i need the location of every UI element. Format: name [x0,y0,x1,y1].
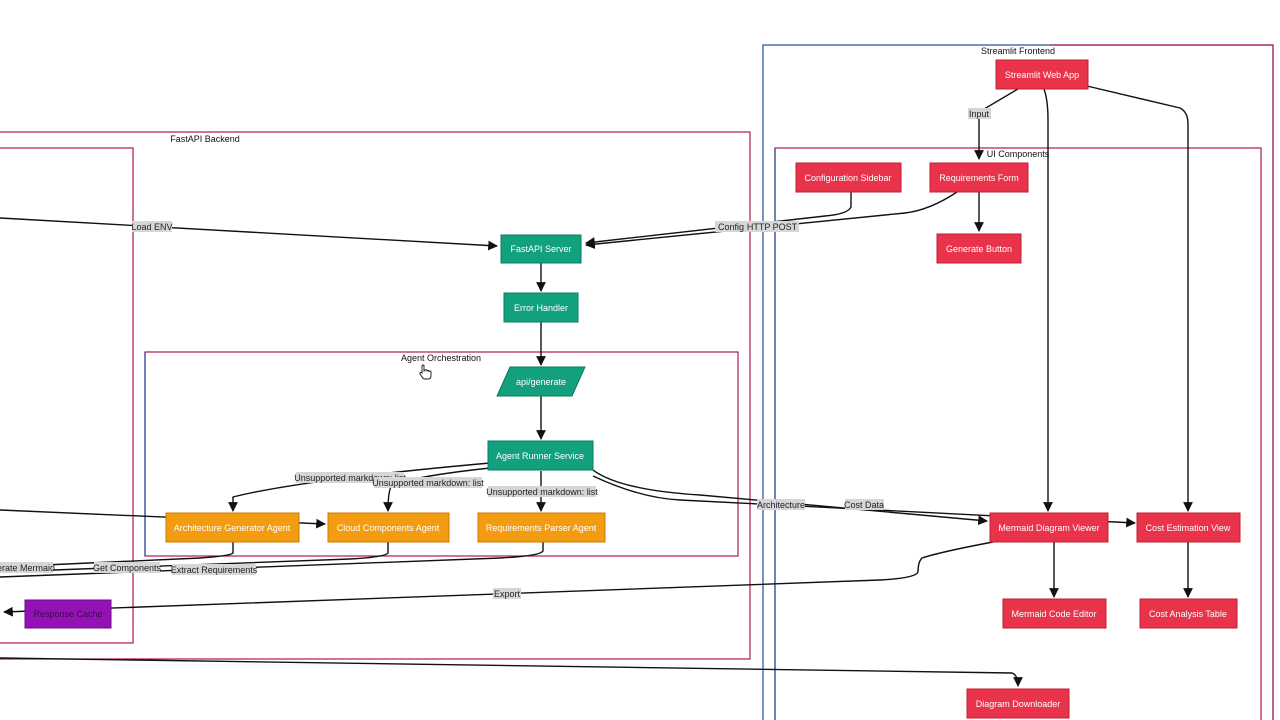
edge-export [3,541,994,617]
svg-text:Configuration Sidebar: Configuration Sidebar [804,173,891,183]
node-diagram-downloader[interactable]: Diagram Downloader [966,688,1070,719]
node-mermaid-diagram-viewer[interactable]: Mermaid Diagram Viewer [989,512,1109,543]
edge-to-downloader [0,657,1023,687]
svg-text:Requirements Parser Agent: Requirements Parser Agent [486,523,597,533]
node-api-generate[interactable]: api/generate [496,366,586,397]
edge-http-post [585,191,958,249]
edge-label-http-post: HTTP POST [746,221,799,232]
edge-label-input: Input [968,108,991,119]
svg-text:Unsupported markdown: list: Unsupported markdown: list [294,473,406,483]
svg-text:Load ENV: Load ENV [131,222,172,232]
node-fastapi-server[interactable]: FastAPI Server [500,234,582,264]
edge-arch-return [0,542,234,568]
svg-text:erate Mermaid: erate Mermaid [0,563,55,573]
svg-text:Architecture: Architecture [757,500,805,510]
node-configuration-sidebar[interactable]: Configuration Sidebar [795,162,902,193]
svg-text:Response Cache: Response Cache [33,609,102,619]
node-error-handler[interactable]: Error Handler [503,292,579,323]
edge-label-generate-mermaid: erate Mermaid [0,562,55,573]
svg-text:Unsupported markdown: list: Unsupported markdown: list [486,487,598,497]
edge-config [585,192,852,247]
node-agent-runner[interactable]: Agent Runner Service [487,440,594,471]
svg-text:Cost Analysis Table: Cost Analysis Table [1149,609,1227,619]
node-cost-analysis-table[interactable]: Cost Analysis Table [1139,598,1238,629]
fastapi-backend-title: FastAPI Backend [170,134,240,144]
edge-label-unsupported-3: Unsupported markdown: list [486,486,598,497]
left-inner-group [0,147,134,644]
agent-orchestration-title: Agent Orchestration [401,353,481,363]
edge-cloud-return [0,542,389,573]
svg-text:Export: Export [494,589,521,599]
svg-text:Get Components: Get Components [93,563,162,573]
svg-text:Mermaid Code Editor: Mermaid Code Editor [1011,609,1096,619]
svg-text:Error Handler: Error Handler [514,303,568,313]
svg-text:Unsupported markdown: list: Unsupported markdown: list [372,478,484,488]
svg-text:Diagram Downloader: Diagram Downloader [976,699,1061,709]
svg-text:Requirements Form: Requirements Form [939,173,1019,183]
svg-text:Architecture Generator Agent: Architecture Generator Agent [174,523,291,533]
node-cloud-components-agent[interactable]: Cloud Components Agent [327,512,450,543]
edge-load-env [0,217,498,251]
svg-text:Cost Data: Cost Data [844,500,884,510]
svg-text:Cost Estimation View: Cost Estimation View [1146,523,1231,533]
edge-app-to-mermaid [1043,88,1053,512]
svg-text:HTTP POST: HTTP POST [747,222,798,232]
edge-label-architecture: Architecture [757,499,805,510]
edge-label-unsupported-1: Unsupported markdown: list [294,472,406,483]
svg-text:Mermaid Diagram Viewer: Mermaid Diagram Viewer [998,523,1099,533]
edge-runner-to-mermaid [592,469,988,526]
svg-text:api/generate: api/generate [516,377,566,387]
node-mermaid-code-editor[interactable]: Mermaid Code Editor [1002,598,1107,629]
edge-label-config: Config [715,221,747,232]
edge-label-export: Export [493,588,521,599]
node-cost-estimation-view[interactable]: Cost Estimation View [1136,512,1241,543]
edge-label-load-env: Load ENV [131,221,173,232]
svg-text:Cloud Components Agent: Cloud Components Agent [337,523,440,533]
svg-text:FastAPI Server: FastAPI Server [510,244,571,254]
edge-app-to-cost [1086,85,1193,512]
edge-label-extract-requirements: Extract Requirements [171,564,258,575]
edge-label-cost-data: Cost Data [844,499,884,510]
svg-text:Config: Config [718,222,744,232]
edge-label-get-components: Get Components [93,562,162,573]
node-architecture-generator-agent[interactable]: Architecture Generator Agent [165,512,300,543]
edge-req-return [0,542,544,578]
streamlit-frontend-title: Streamlit Frontend [981,46,1055,56]
svg-text:Extract Requirements: Extract Requirements [171,565,258,575]
hand-pointer-icon [419,364,432,380]
fastapi-backend-group [0,131,751,660]
node-response-cache[interactable]: Response Cache [24,599,112,629]
ui-components-title: UI Components [987,149,1050,159]
edge-runner-to-cost [592,475,1136,528]
edge-label-unsupported-2: Unsupported markdown: list [372,477,484,488]
node-generate-button[interactable]: Generate Button [936,233,1022,264]
svg-text:Agent Runner Service: Agent Runner Service [496,451,584,461]
node-requirements-parser-agent[interactable]: Requirements Parser Agent [477,512,606,543]
svg-text:Streamlit Web App: Streamlit Web App [1005,70,1079,80]
svg-text:Generate Button: Generate Button [946,244,1012,254]
node-requirements-form[interactable]: Requirements Form [929,162,1029,193]
node-streamlit-web-app[interactable]: Streamlit Web App [995,59,1089,90]
svg-text:Input: Input [969,109,990,119]
